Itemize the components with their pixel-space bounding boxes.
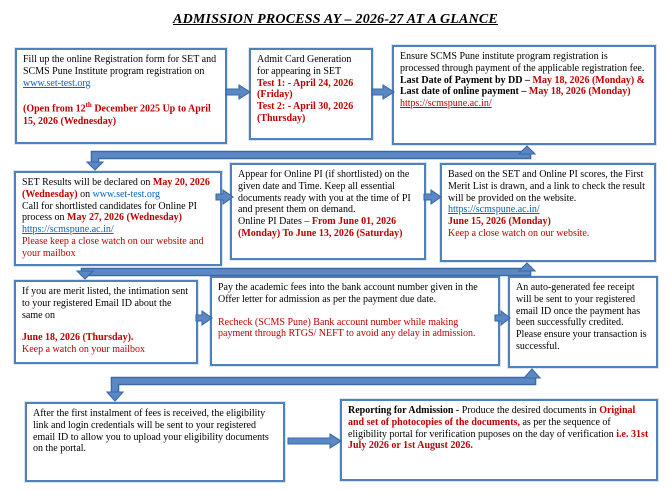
flow-box-admit-card: Admit Card Generation for appearing in S… bbox=[249, 48, 373, 140]
text-run: An auto-generated fee receipt will be se… bbox=[516, 282, 647, 352]
text-run: Recheck (SCMS Pune) Bank account number … bbox=[218, 316, 476, 340]
text-run: May 27, 2026 (Wednesday) bbox=[67, 212, 182, 224]
text-run: Keep a watch on your mailbox bbox=[22, 344, 146, 356]
text-run: Please keep a close watch on our website… bbox=[22, 235, 204, 259]
arrow-admitcard-to-payment bbox=[371, 83, 396, 101]
text-run: May 18, 2026 (Monday) & bbox=[532, 74, 646, 86]
scmspune-link[interactable]: https://scmspune.ac.in/ bbox=[22, 224, 114, 236]
text-run: Last date of online payment – bbox=[400, 86, 529, 98]
text-run: June 15, 2026 (Monday) bbox=[448, 216, 551, 228]
text-run: After the first instalment of fees is re… bbox=[33, 408, 269, 455]
text-run: Ensure SCMS Pune institute program regis… bbox=[400, 51, 645, 74]
flow-box-academic-fees-payment: Pay the academic fees into the bank acco… bbox=[210, 276, 500, 366]
text-run: i.e. 31st July 2026 or 1st August 2026. bbox=[348, 428, 649, 452]
text-run: Last Date of Payment by DD – bbox=[400, 74, 533, 86]
text-run: From June 01, 2026 (Monday) To June 13, … bbox=[238, 216, 403, 239]
flow-box-registration-payment: Ensure SCMS Pune institute program regis… bbox=[392, 45, 656, 145]
flow-box-set-results: SET Results will be declared on May 20, … bbox=[14, 171, 222, 266]
text-run: Pay the academic fees into the bank acco… bbox=[218, 282, 478, 305]
set-test-link[interactable]: www.set-test.org bbox=[23, 77, 91, 89]
text-run: Based on the SET and Online PI scores, t… bbox=[448, 169, 645, 204]
text-run: (Open from 12 bbox=[23, 103, 86, 115]
text-run: If you are merit listed, the intimation … bbox=[22, 286, 189, 321]
flow-box-first-merit-list: Based on the SET and Online PI scores, t… bbox=[440, 163, 656, 262]
page-title: ADMISSION PROCESS AY – 2026-27 AT A GLAN… bbox=[173, 12, 498, 27]
text-run: Admit Card Generation for appearing in S… bbox=[257, 54, 352, 77]
text-run: Call for shortlisted candidates for Onli… bbox=[22, 200, 197, 224]
text-run: December 2025 Up to April 15, 2026 (Wedn… bbox=[23, 103, 211, 127]
flow-box-merit-intimation: If you are merit listed, the intimation … bbox=[14, 280, 198, 364]
arrow-upload-to-reporting bbox=[287, 432, 343, 450]
text-run: on bbox=[77, 188, 93, 200]
text-run: as per the sequence of eligibility porta… bbox=[348, 416, 617, 440]
text-run: Original and set of photocopies of the d… bbox=[348, 405, 636, 428]
arrow-registration-to-admitcard bbox=[225, 83, 252, 101]
flow-box-fee-receipt: An auto-generated fee receipt will be se… bbox=[508, 276, 658, 368]
text-run: Produce the desired documents in bbox=[461, 405, 600, 416]
text-run: Fill up the online Registration form for… bbox=[23, 54, 217, 77]
flow-box-reporting-for-admission: Reporting for Admission - Produce the de… bbox=[340, 399, 658, 481]
text-run: May 20, 2026 (Wednesday) bbox=[22, 177, 210, 200]
flow-box-eligibility-upload: After the first instalment of fees is re… bbox=[25, 402, 285, 482]
text-run: Test 2: - April 30, 2026 (Thursday) bbox=[257, 101, 354, 124]
flow-box-online-pi: Appear for Online PI (if shortlisted) on… bbox=[230, 163, 426, 260]
text-run: SET Results will be declared on bbox=[22, 177, 153, 188]
scmspune-link[interactable]: https://scmspune.ac.in/ bbox=[400, 98, 492, 110]
text-run: Appear for Online PI (if shortlisted) on… bbox=[238, 169, 411, 216]
text-run: Test 1: - April 24, 2026 (Friday) bbox=[257, 77, 354, 101]
text-run: th bbox=[85, 101, 92, 110]
set-test-link[interactable]: www.set-test.org bbox=[92, 188, 161, 200]
text-run: May 18, 2026 (Monday) bbox=[528, 86, 631, 98]
text-run: June 18, 2026 (Thursday). bbox=[22, 332, 134, 344]
connector-receipt-to-upload bbox=[105, 368, 542, 402]
flow-box-online-registration: Fill up the online Registration form for… bbox=[15, 48, 227, 144]
text-run: Reporting for Admission - bbox=[348, 405, 462, 416]
text-run: Keep a close watch on our website. bbox=[448, 227, 590, 239]
text-run: Online PI Dates – bbox=[238, 216, 312, 228]
arrow-pi-to-meritlist bbox=[423, 188, 442, 206]
scmspune-link[interactable]: https://scmspune.ac.in/ bbox=[448, 204, 540, 216]
